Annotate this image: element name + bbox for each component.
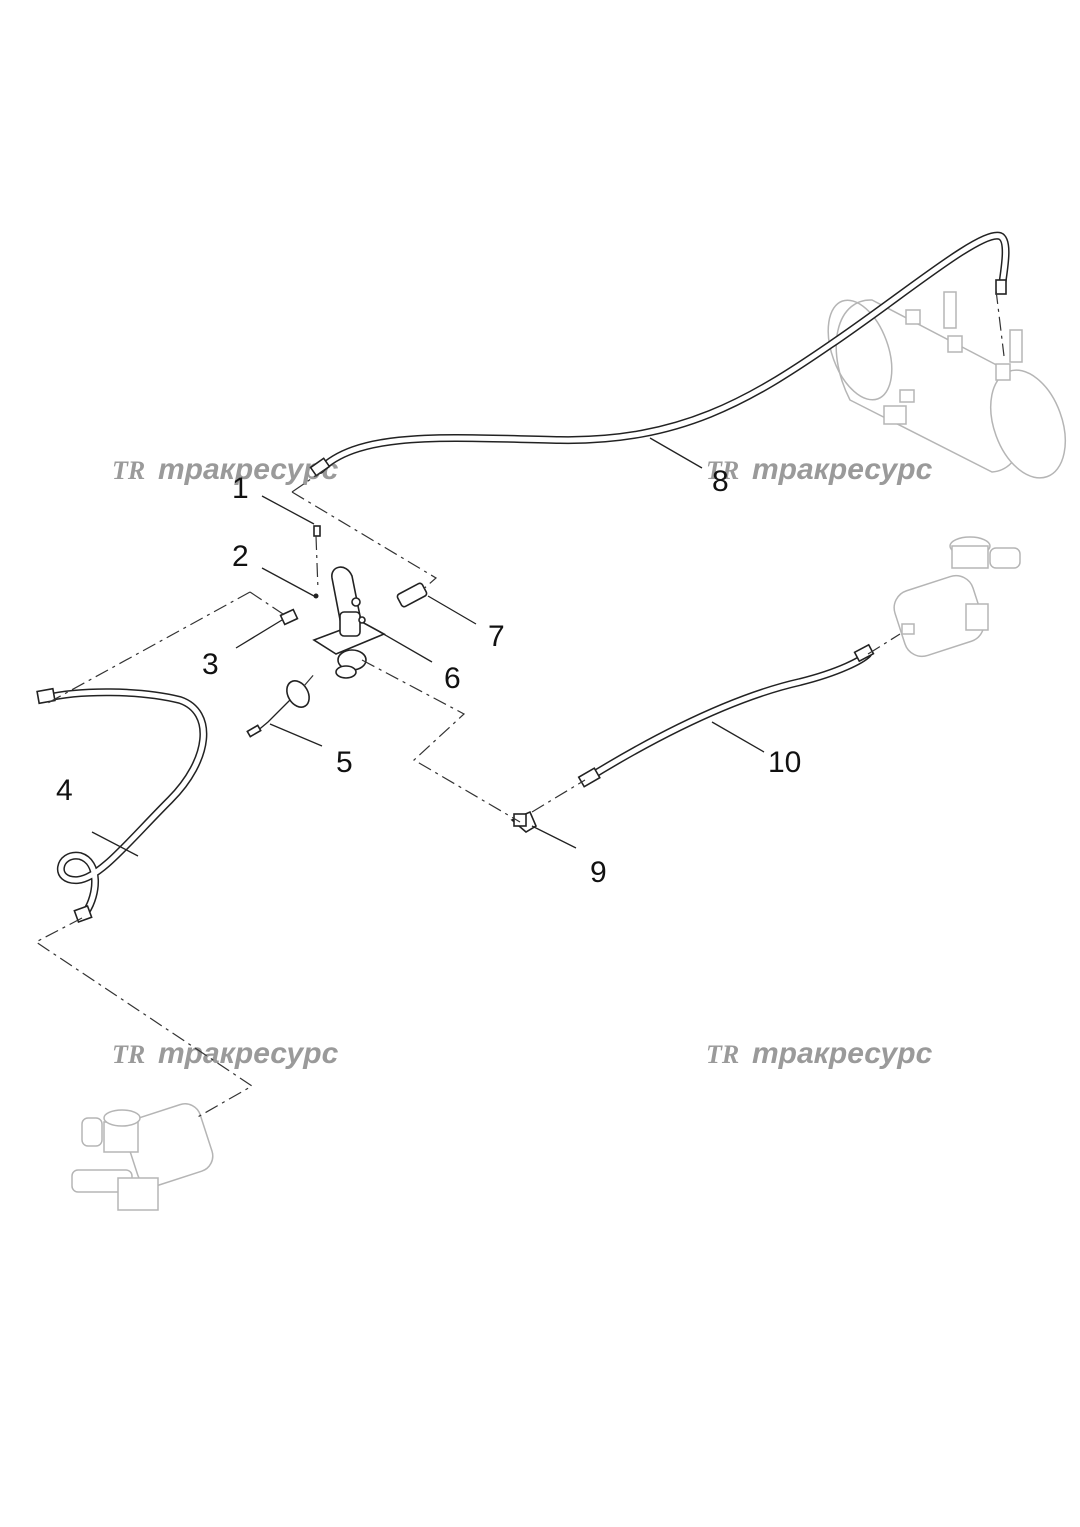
- watermark-top-left: TR тракресурс: [112, 453, 339, 486]
- watermark-top-right: TR тракресурс: [706, 453, 933, 486]
- watermark-logo: TR: [112, 1040, 145, 1069]
- callout-4: 4: [56, 774, 73, 807]
- callout-5: 5: [336, 746, 353, 779]
- hose-4: [36, 687, 208, 924]
- elbow-fitting-9: [510, 810, 538, 833]
- watermark-bottom-left: TR тракресурс: [112, 1037, 339, 1070]
- callout-7: 7: [488, 620, 505, 653]
- watermark-text: тракресурс: [158, 1037, 339, 1070]
- watermark-logo: TR: [706, 456, 739, 485]
- clutch-cylinder-bottom-left: [71, 1103, 214, 1211]
- adapter-3: [279, 608, 299, 626]
- hose-10: [577, 643, 875, 788]
- hose-8: [309, 231, 1010, 477]
- watermark-logo: TR: [112, 456, 145, 485]
- watermark-logo: TR: [706, 1040, 739, 1069]
- fitting-7: [396, 582, 428, 608]
- watermark-bottom-right: TR тракресурс: [706, 1037, 933, 1070]
- washer-2: [313, 593, 319, 599]
- callout-1: 1: [232, 472, 249, 505]
- air-tank: [827, 291, 1067, 479]
- connection-lines: [34, 289, 1005, 1119]
- sensor-5: [246, 680, 310, 738]
- callout-10: 10: [768, 746, 801, 779]
- leader-lines: [91, 437, 765, 857]
- callouts: 1 2 3 4 5 6 7 8 9 10: [56, 465, 801, 889]
- callout-3: 3: [202, 648, 219, 681]
- clutch-cylinder-right: [893, 536, 1021, 658]
- callout-8: 8: [712, 465, 729, 498]
- watermark-text: тракресурс: [752, 1037, 933, 1070]
- callout-6: 6: [444, 662, 461, 695]
- callout-2: 2: [232, 540, 249, 573]
- pedal-valve-6: [312, 566, 386, 679]
- callout-9: 9: [590, 856, 607, 889]
- watermark-text: тракресурс: [752, 453, 933, 486]
- pin-1: [313, 525, 321, 537]
